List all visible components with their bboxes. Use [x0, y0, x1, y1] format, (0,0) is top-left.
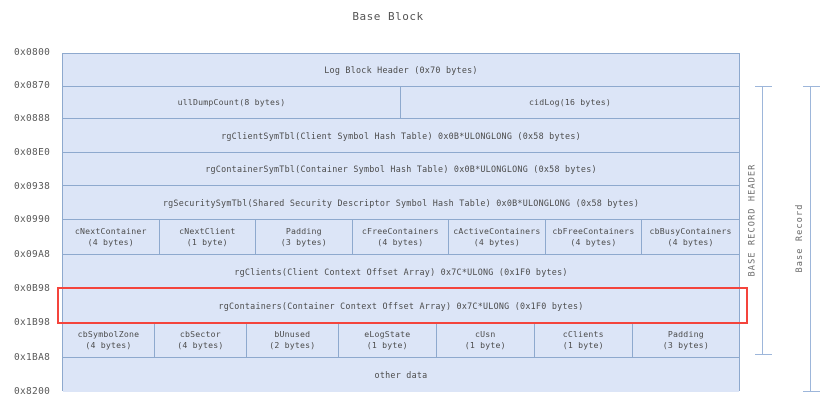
- field-size: (1 byte): [464, 340, 506, 350]
- field-label: rgContainerSymTbl(Container Symbol Hash …: [205, 164, 597, 174]
- field-size: (1 byte): [366, 340, 408, 350]
- field-cell: cbSector(4 bytes): [155, 323, 247, 357]
- field-size: (4 bytes): [570, 237, 617, 247]
- field-cell: cbBusyContainers(4 bytes): [642, 220, 739, 254]
- bracket-base-record: [803, 86, 820, 392]
- field-cell: eLogState(1 byte): [339, 323, 437, 357]
- field-name: bUnused: [274, 328, 311, 339]
- row-dump-count-cid-log: ullDumpCount(8 bytes) cidLog(16 bytes): [63, 87, 739, 119]
- offset-label: 0x1B98: [14, 317, 51, 328]
- field-label: Log Block Header (0x70 bytes): [324, 65, 478, 75]
- row-rg-containers: rgContainers(Container Context Offset Ar…: [63, 289, 739, 323]
- field-label: rgClients(Client Context Offset Array) 0…: [234, 266, 568, 277]
- offset-label: 0x0B98: [14, 283, 51, 294]
- field-cell: cNextClient(1 byte): [160, 220, 257, 254]
- field-size: (4 bytes): [667, 237, 714, 247]
- field-cell: bUnused(2 bytes): [247, 323, 339, 357]
- field-name: cidLog(16 bytes): [528, 96, 612, 107]
- offset-label: 0x0800: [14, 47, 51, 58]
- offset-label: 0x0870: [14, 80, 51, 91]
- field-name: eLogState: [364, 328, 411, 339]
- field-cell: cActiveContainers(4 bytes): [449, 220, 546, 254]
- field-cell: cbFreeContainers(4 bytes): [546, 220, 643, 254]
- field-name: Padding: [667, 328, 704, 339]
- row-log-block-header: Log Block Header (0x70 bytes): [63, 54, 739, 87]
- field-cell: cUsn(1 byte): [437, 323, 535, 357]
- field-cell: cFreeContainers(4 bytes): [353, 220, 450, 254]
- bracket-label-base-record-header: BASE RECORD HEADER: [747, 163, 757, 276]
- row-container-counters: cNextContainer(4 bytes)cNextClient(1 byt…: [63, 220, 739, 255]
- offset-label: 0x8200: [14, 386, 51, 397]
- row-rg-security-sym-tbl: rgSecuritySymTbl(Shared Security Descrip…: [63, 186, 739, 220]
- field-size: (1 byte): [186, 237, 228, 247]
- field-size: (1 byte): [562, 340, 604, 350]
- field-cell: cClients(1 byte): [535, 323, 633, 357]
- field-name: cNextClient: [179, 225, 236, 236]
- row-rg-container-sym-tbl: rgContainerSymTbl(Container Symbol Hash …: [63, 153, 739, 186]
- field-name: ullDumpCount(8 bytes): [177, 96, 286, 107]
- offset-label: 0x0938: [14, 181, 51, 192]
- offset-label: 0x08E0: [14, 147, 51, 158]
- offset-label: 0x0888: [14, 113, 51, 124]
- field-size: (4 bytes): [473, 237, 520, 247]
- field-label: rgSecuritySymTbl(Shared Security Descrip…: [162, 197, 640, 208]
- offset-label: 0x0990: [14, 214, 51, 225]
- field-size: (4 bytes): [377, 237, 424, 247]
- field-size: (4 bytes): [177, 340, 224, 350]
- field-cell: cNextContainer(4 bytes): [63, 220, 160, 254]
- field-size: (4 bytes): [87, 237, 134, 247]
- field-name: cFreeContainers: [361, 225, 439, 236]
- row-rg-clients: rgClients(Client Context Offset Array) 0…: [63, 255, 739, 289]
- field-label: rgClientSymTbl(Client Symbol Hash Table)…: [221, 130, 581, 141]
- field-label: rgContainers(Container Context Offset Ar…: [218, 300, 584, 311]
- offset-label: 0x1BA8: [14, 352, 51, 363]
- field-cell: cbSymbolZone(4 bytes): [63, 323, 155, 357]
- field-label: other data: [374, 370, 428, 380]
- memory-layout-table: Log Block Header (0x70 bytes) ullDumpCoun…: [62, 53, 740, 392]
- field-name: cClients: [562, 328, 604, 339]
- row-other-data: other data: [63, 358, 739, 392]
- field-name: cbBusyContainers: [649, 225, 732, 236]
- bracket-cap-top: [755, 86, 772, 87]
- bracket-label-base-record: Base Record: [795, 203, 805, 273]
- field-cell: Padding(3 bytes): [256, 220, 353, 254]
- field-name: cbSymbolZone: [77, 328, 140, 339]
- field-size: (3 bytes): [662, 340, 709, 350]
- field-name: Padding: [285, 225, 322, 236]
- field-size: (2 bytes): [269, 340, 316, 350]
- row-log-state-fields: cbSymbolZone(4 bytes)cbSector(4 bytes)bU…: [63, 323, 739, 358]
- field-cell: Padding(3 bytes): [633, 323, 739, 357]
- field-name: cbSector: [179, 328, 221, 339]
- bracket-base-record-header: [755, 86, 772, 355]
- field-cell: cidLog(16 bytes): [401, 87, 739, 118]
- bracket-cap-bottom: [803, 391, 820, 392]
- field-name: cUsn: [475, 328, 496, 339]
- field-name: cActiveContainers: [453, 225, 541, 236]
- bracket-cap-bottom: [755, 354, 772, 355]
- bracket-cap-top: [803, 86, 820, 87]
- field-size: (4 bytes): [85, 340, 132, 350]
- offset-label: 0x09A8: [14, 249, 51, 260]
- field-size: (3 bytes): [280, 237, 327, 247]
- row-rg-client-sym-tbl: rgClientSymTbl(Client Symbol Hash Table)…: [63, 119, 739, 153]
- field-name: cNextContainer: [74, 225, 147, 236]
- field-cell: ullDumpCount(8 bytes): [63, 87, 401, 118]
- field-name: cbFreeContainers: [552, 225, 635, 236]
- page-title: Base Block: [352, 10, 424, 23]
